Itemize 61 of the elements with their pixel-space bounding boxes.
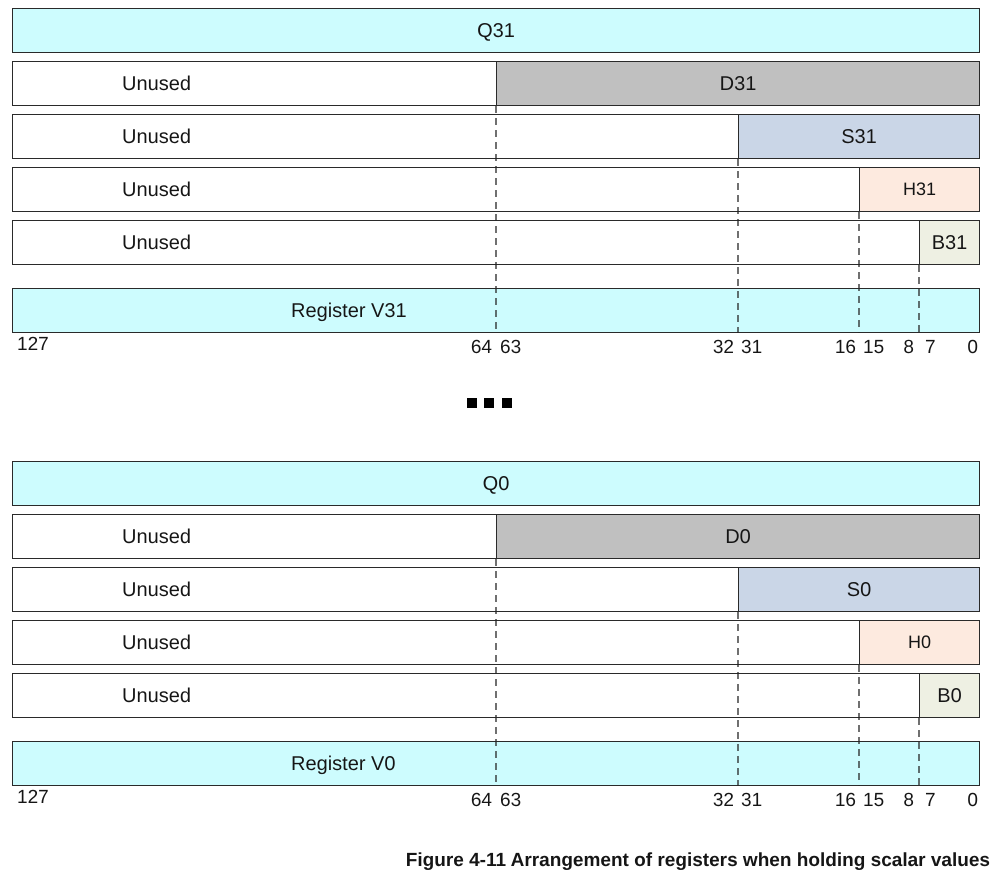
segment-label: Unused [122,232,191,254]
segment-label: Q31 [477,20,515,42]
segment-label: Unused [122,178,191,200]
segment-label: B0 [937,684,962,706]
register-segment [919,673,980,718]
register-segment [859,620,980,665]
bit-number: 0 [967,338,978,359]
segment-label: Q0 [482,472,510,494]
bit-number: 15 [863,791,884,812]
register-segment [12,220,920,265]
bit-number: 31 [741,791,762,812]
figure-caption: Figure 4-11 Arrangement of registers when holding scalar values [406,850,990,872]
segment-label: Unused [122,578,191,600]
segment-label: D0 [725,526,751,548]
segment-label: Unused [122,632,191,654]
segment-label: Register V0 [291,752,396,774]
segment-label: Unused [122,526,191,548]
segment-label: Register V31 [291,300,407,322]
bit-number: 127 [17,335,49,356]
bit-number: 32 [712,338,734,359]
bit-number: 64 [470,791,492,812]
register-segment [496,61,980,106]
bit-number: 127 [17,788,49,809]
register-segment [12,741,980,786]
segment-label: Unused [122,72,191,94]
segment-label: S0 [846,578,872,600]
bit-number: 32 [712,791,734,812]
register-segment [738,567,980,612]
register-segment [12,567,739,612]
bit-number: 16 [834,791,856,812]
segment-label: Unused [122,126,191,148]
segment-label: H31 [902,180,936,200]
bit-number: 8 [903,791,914,812]
register-segment [12,8,980,53]
segment-label: H0 [908,632,931,652]
register-segment [12,461,980,506]
bit-number: 7 [925,791,936,812]
register-segment [12,114,739,159]
segment-label: S31 [841,126,877,148]
bit-number: 16 [834,338,856,359]
bit-number: 31 [741,338,762,359]
register-segment [496,514,980,559]
bit-number: 7 [925,338,936,359]
bit-number: 63 [500,791,522,812]
bit-number: 15 [863,338,884,359]
register-segment [738,114,980,159]
register-segment [919,220,980,265]
bit-number: 64 [470,338,492,359]
register-segment [12,167,860,212]
register-segment [859,167,980,212]
register-segment [12,61,497,106]
segment-label: D31 [720,72,756,94]
register-segment [12,673,920,718]
bit-number: 8 [903,338,914,359]
register-segment [12,514,497,559]
segment-label: Unused [122,684,191,706]
bit-number: 63 [500,338,522,359]
segment-label: B31 [932,232,968,254]
register-segment [12,288,980,333]
register-segment [12,620,860,665]
bit-number: 0 [967,791,978,812]
